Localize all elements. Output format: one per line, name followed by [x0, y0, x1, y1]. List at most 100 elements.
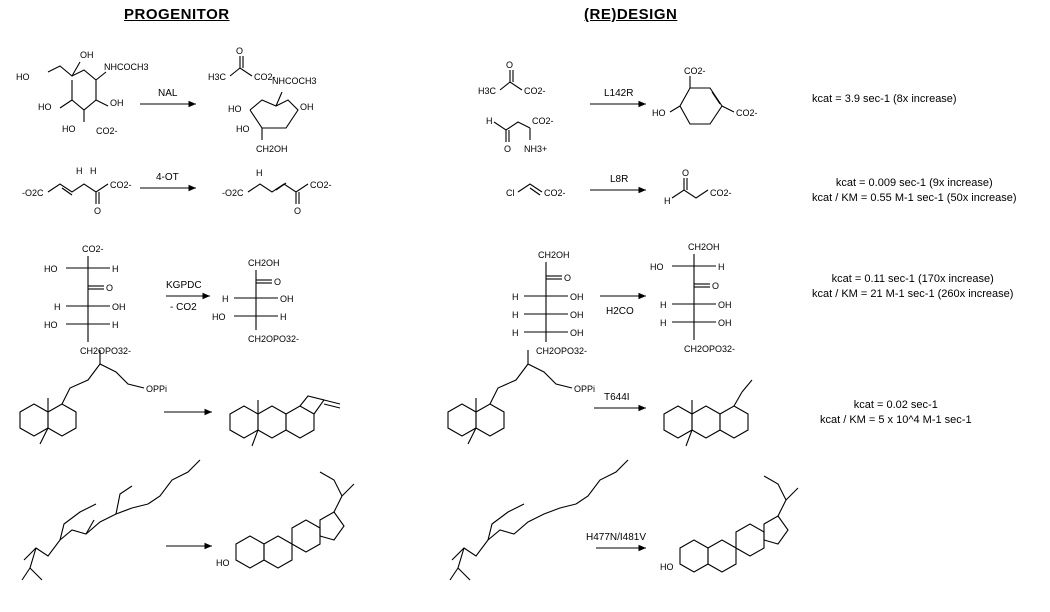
- enzyme-4ot: 4-OT: [156, 172, 179, 183]
- chloroacrylate: Cl CO2-: [506, 183, 566, 198]
- copalyl-diphosphate: OPPi: [19, 350, 167, 445]
- svg-text:H: H: [112, 264, 119, 274]
- svg-text:CH2OH: CH2OH: [256, 144, 288, 154]
- svg-text:NHCOCH3: NHCOCH3: [104, 62, 149, 72]
- svg-text:CO2-: CO2-: [110, 180, 132, 190]
- svg-text:H: H: [54, 302, 61, 312]
- kinetics-row4: kcat = 0.02 sec-1 kcat / KM = 5 x 10^4 M…: [820, 398, 972, 428]
- pyruvate-product: H3C O CO2-: [208, 46, 276, 82]
- svg-text:H3C: H3C: [208, 72, 227, 82]
- kinetics-row3-line2: kcat / KM = 21 M-1 sec-1 (260x increase): [812, 288, 1014, 300]
- kinetics-row4-line1: kcat = 0.02 sec-1: [853, 399, 938, 411]
- svg-text:O: O: [94, 206, 101, 216]
- svg-text:HO: HO: [228, 104, 242, 114]
- cycloartenol: HO: [216, 471, 355, 569]
- svg-text:H: H: [256, 168, 263, 178]
- svg-text:H: H: [660, 318, 667, 328]
- redesign-substrates-row1: H3C O CO2- H O CO2- NH3+: [478, 60, 554, 154]
- svg-text:CH2OPO32-: CH2OPO32-: [248, 334, 299, 344]
- svg-text:CO2-: CO2-: [532, 116, 554, 126]
- svg-text:O: O: [294, 206, 301, 216]
- svg-text:CO2-: CO2-: [736, 108, 758, 118]
- mannosamine-product: NHCOCH3 HO OH HO CH2OH: [228, 76, 317, 154]
- co2-loss: - CO2: [170, 302, 197, 313]
- svg-text:-O2C: -O2C: [22, 188, 44, 198]
- kinetics-row2-line1: kcat = 0.009 sec-1 (9x increase): [835, 177, 993, 189]
- svg-text:H: H: [112, 320, 119, 330]
- svg-text:CO2-: CO2-: [684, 66, 706, 76]
- svg-text:OPPi: OPPi: [146, 384, 167, 394]
- svg-text:CO2-: CO2-: [310, 180, 332, 190]
- redesign-triterpene-product: HO: [660, 475, 799, 573]
- row2-product: -O2C O H CO2-: [222, 168, 332, 216]
- svg-text:H: H: [664, 196, 671, 206]
- svg-text:OH: OH: [570, 328, 584, 338]
- redesign-copalyl: OPPi: [447, 350, 595, 445]
- svg-text:H: H: [512, 310, 519, 320]
- svg-text:O: O: [106, 283, 113, 293]
- sialic-acid-molecule: HO OH NHCOCH3 OH HO HO CO2-: [16, 50, 149, 136]
- svg-text:H: H: [512, 292, 519, 302]
- svg-text:OH: OH: [570, 310, 584, 320]
- oxidosqualene: [21, 459, 201, 581]
- svg-text:O: O: [506, 60, 513, 70]
- svg-text:HO: HO: [236, 124, 250, 134]
- enzyme-h477n-i481v: H477N/I481V: [586, 532, 646, 543]
- svg-text:OH: OH: [718, 318, 732, 328]
- kinetics-row1: kcat = 3.9 sec-1 (8x increase): [812, 92, 957, 107]
- svg-text:O: O: [712, 281, 719, 291]
- svg-text:O: O: [274, 277, 281, 287]
- svg-text:CO2-: CO2-: [254, 72, 276, 82]
- malonate-semialdehyde: H O CO2-: [664, 168, 732, 206]
- svg-text:CH2OH: CH2OH: [688, 242, 720, 252]
- redesign-fischer-substrate: CH2OH O H OH H OH H OH CH2OPO32-: [512, 250, 587, 356]
- svg-text:HO: HO: [212, 312, 226, 322]
- svg-text:H: H: [718, 262, 725, 272]
- enzyme-nal: NAL: [158, 88, 178, 99]
- svg-text:HO: HO: [650, 262, 664, 272]
- kinetics-row3-line1: kcat = 0.11 sec-1 (170x increase): [831, 273, 994, 285]
- svg-text:HO: HO: [652, 108, 666, 118]
- svg-text:NH3+: NH3+: [524, 144, 547, 154]
- svg-text:O: O: [564, 273, 571, 283]
- svg-text:H: H: [486, 116, 493, 126]
- enzyme-kgpdc: KGPDC: [166, 280, 202, 291]
- svg-text:H: H: [222, 294, 229, 304]
- svg-text:CO2-: CO2-: [524, 86, 546, 96]
- kinetics-row3: kcat = 0.11 sec-1 (170x increase) kcat /…: [812, 272, 1013, 302]
- ho-label: HO: [16, 72, 30, 82]
- enzyme-l142r: L142R: [604, 88, 633, 99]
- svg-text:OH: OH: [280, 294, 294, 304]
- svg-text:NHCOCH3: NHCOCH3: [272, 76, 317, 86]
- svg-text:H3C: H3C: [478, 86, 497, 96]
- svg-text:HO: HO: [38, 102, 52, 112]
- redesign-terpene-product: [663, 379, 753, 447]
- svg-text:CO2-: CO2-: [544, 188, 566, 198]
- svg-text:HO: HO: [44, 320, 58, 330]
- redesign-fischer-product: CH2OH HO H O H OH H OH CH2OPO32-: [650, 242, 735, 354]
- svg-text:O: O: [682, 168, 689, 178]
- svg-text:HO: HO: [62, 124, 76, 134]
- kinetics-row4-line2: kcat / KM = 5 x 10^4 M-1 sec-1: [820, 414, 972, 426]
- svg-text:CH2OH: CH2OH: [248, 258, 280, 268]
- enzyme-l8r: L8R: [610, 174, 628, 185]
- svg-text:Cl: Cl: [506, 188, 515, 198]
- svg-text:OH: OH: [110, 98, 124, 108]
- svg-text:CO2-: CO2-: [96, 126, 118, 136]
- svg-text:OPPi: OPPi: [574, 384, 595, 394]
- progenitor-header: PROGENITOR: [124, 6, 230, 23]
- svg-text:OH: OH: [112, 302, 126, 312]
- redesign-header: (RE)DESIGN: [584, 6, 678, 23]
- fischer-substrate: CO2- HO H O H OH HO H CH2OPO32-: [44, 244, 131, 356]
- enzyme-t644i: T644I: [604, 392, 630, 403]
- svg-text:OH: OH: [718, 300, 732, 310]
- svg-text:CH2OPO32-: CH2OPO32-: [80, 346, 131, 356]
- svg-text:OH: OH: [300, 102, 314, 112]
- svg-text:H: H: [512, 328, 519, 338]
- svg-text:CH2OPO32-: CH2OPO32-: [684, 344, 735, 354]
- svg-text:H: H: [280, 312, 287, 322]
- kinetics-row2-line2: kcat / KM = 0.55 M-1 sec-1 (50x increase…: [812, 192, 1017, 204]
- svg-text:HO: HO: [216, 558, 230, 568]
- kinetics-row1-line1: kcat = 3.9 sec-1 (8x increase): [812, 93, 957, 105]
